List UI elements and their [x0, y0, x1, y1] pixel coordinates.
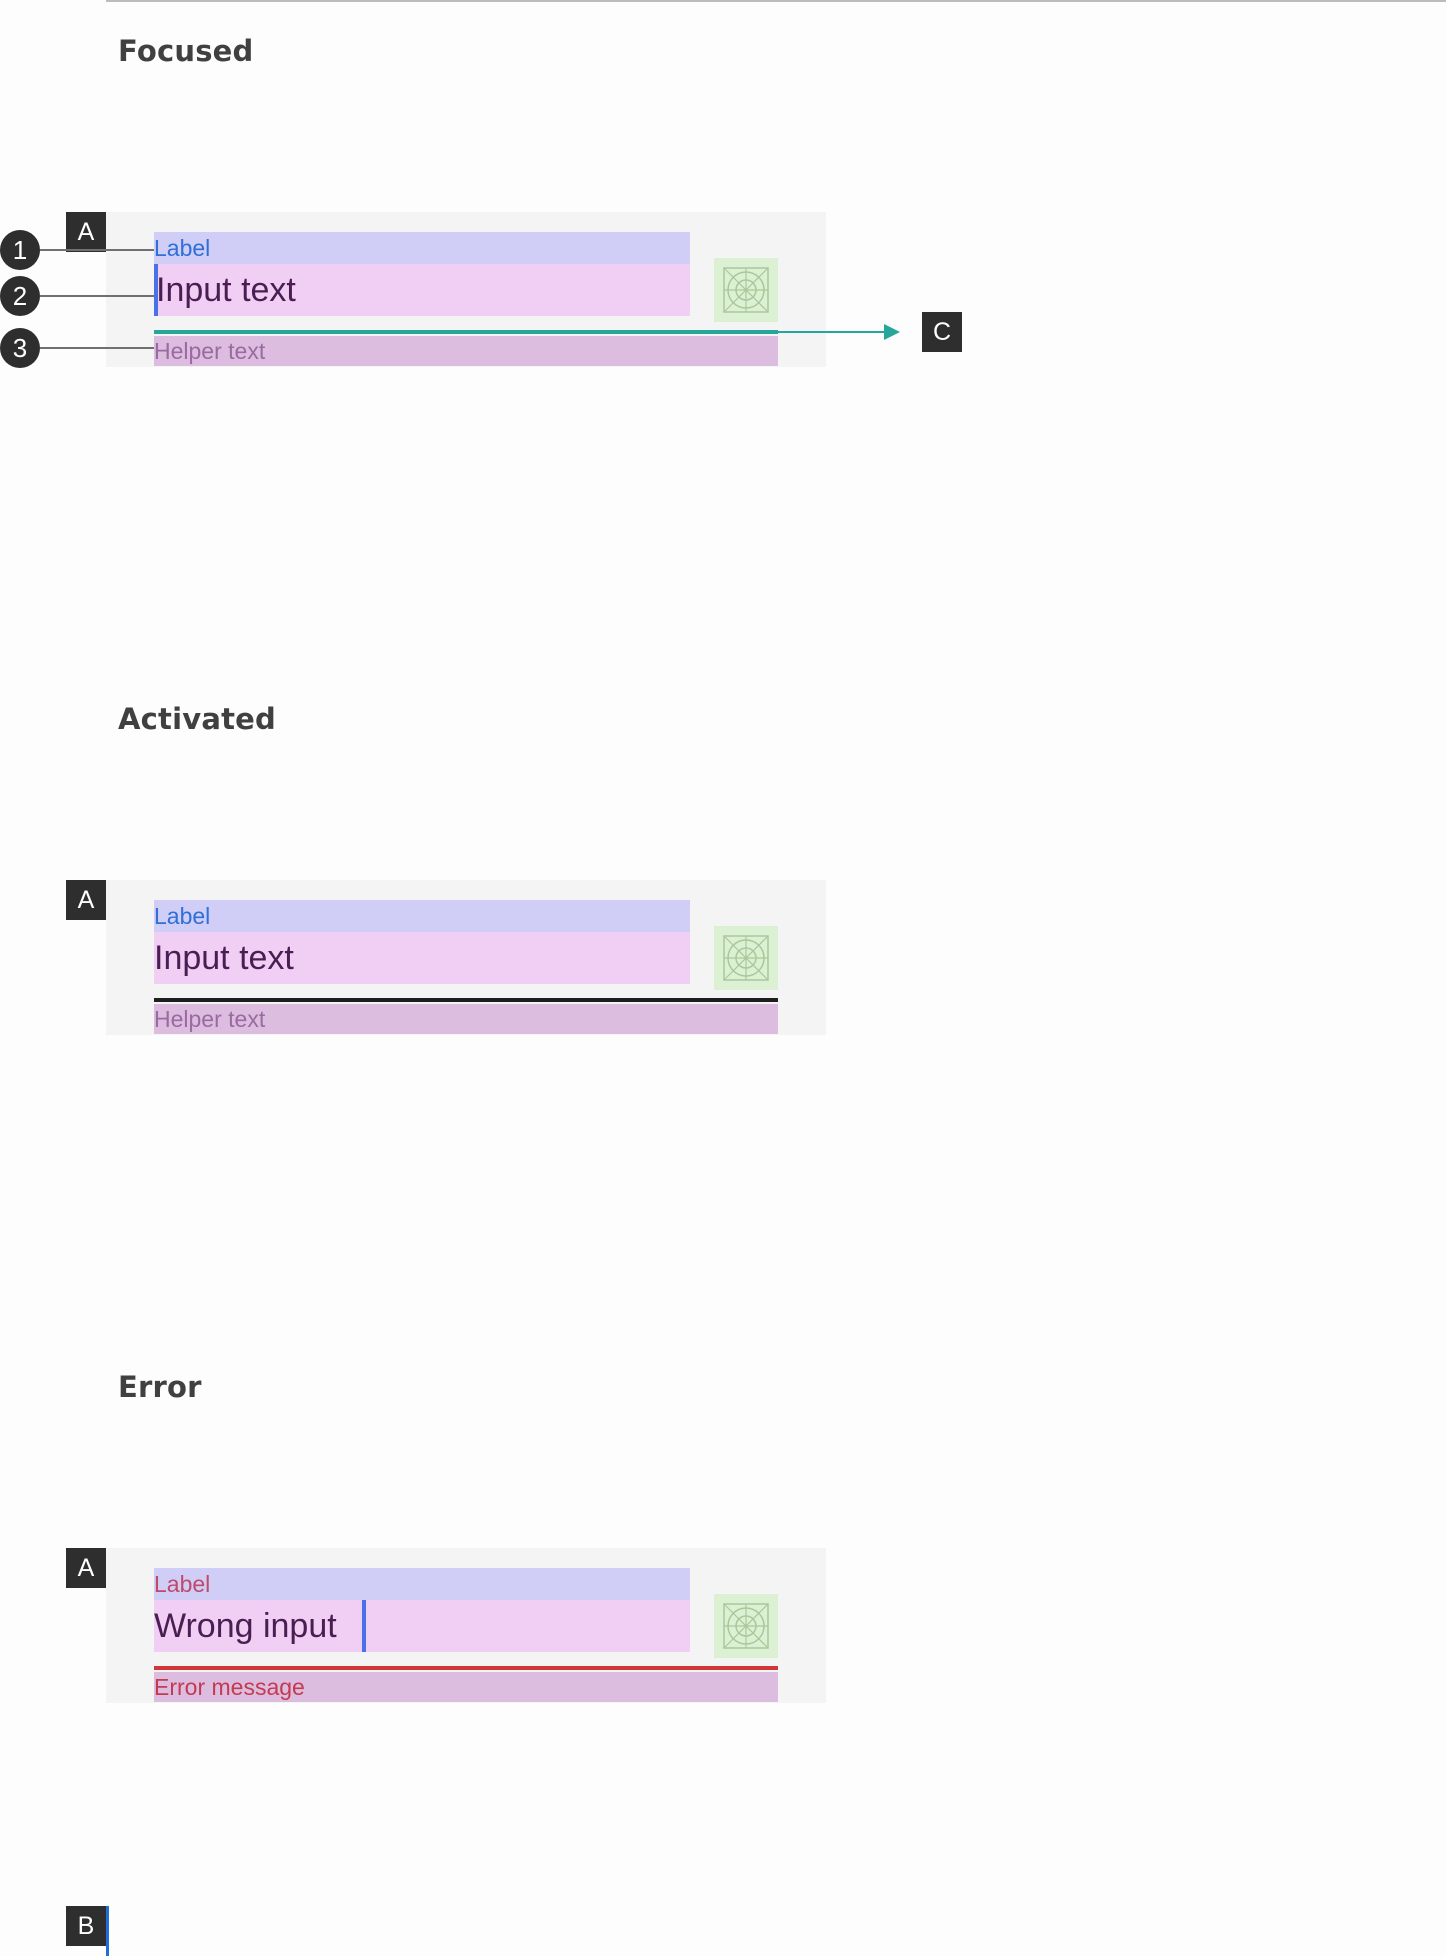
- input-value-error[interactable]: Wrong input: [154, 1607, 337, 1645]
- marker-b-indicator: [106, 1906, 109, 1956]
- helper-text-focused: Helper text: [154, 338, 266, 364]
- marker-c: C: [922, 312, 962, 352]
- input-value-focused[interactable]: Input text: [156, 271, 296, 309]
- field-label-error: Label: [154, 1571, 211, 1597]
- active-indicator-focused: [154, 330, 778, 334]
- marker-b: B: [66, 1906, 106, 1946]
- label-zone-activated: [154, 900, 690, 932]
- label-zone-error: [154, 1568, 690, 1600]
- marker-a-focused: A: [66, 212, 106, 252]
- image-placeholder-glyph: [723, 267, 769, 313]
- label-zone-focused: [154, 232, 690, 264]
- input-zone-error[interactable]: [154, 1600, 690, 1652]
- active-indicator-error: [154, 1666, 778, 1670]
- image-placeholder-glyph: [723, 1603, 769, 1649]
- field-label-activated: Label: [154, 903, 211, 929]
- image-placeholder-glyph: [723, 935, 769, 981]
- callout-2: 2: [0, 276, 40, 316]
- image-placeholder-icon: [714, 1594, 778, 1658]
- image-placeholder-icon: [714, 258, 778, 322]
- callout-1: 1: [0, 230, 40, 270]
- helper-text-activated: Helper text: [154, 1006, 266, 1032]
- field-label-focused: Label: [154, 235, 211, 261]
- helper-zone-activated: [154, 1004, 778, 1034]
- callout-2-leader: [40, 295, 154, 297]
- top-divider: [106, 0, 1446, 2]
- input-zone-activated[interactable]: [154, 932, 690, 984]
- text-cursor-focused: [154, 264, 158, 316]
- marker-a-activated: A: [66, 880, 106, 920]
- arrow-to-c: [778, 324, 900, 340]
- helper-zone-error: [154, 1672, 778, 1702]
- text-cursor-error: [362, 1600, 366, 1652]
- input-zone-focused[interactable]: [154, 264, 690, 316]
- section-title-focused: Focused: [118, 34, 254, 68]
- callout-3-leader: [40, 347, 154, 349]
- callout-1-leader: [40, 249, 154, 251]
- marker-a-error: A: [66, 1548, 106, 1588]
- input-value-activated[interactable]: Input text: [154, 939, 294, 977]
- section-title-activated: Activated: [118, 702, 277, 736]
- error-message: Error message: [154, 1674, 305, 1700]
- callout-3: 3: [0, 328, 40, 368]
- active-indicator-activated: [154, 998, 778, 1002]
- image-placeholder-icon: [714, 926, 778, 990]
- section-title-error: Error: [118, 1370, 202, 1404]
- helper-zone-focused: [154, 336, 778, 366]
